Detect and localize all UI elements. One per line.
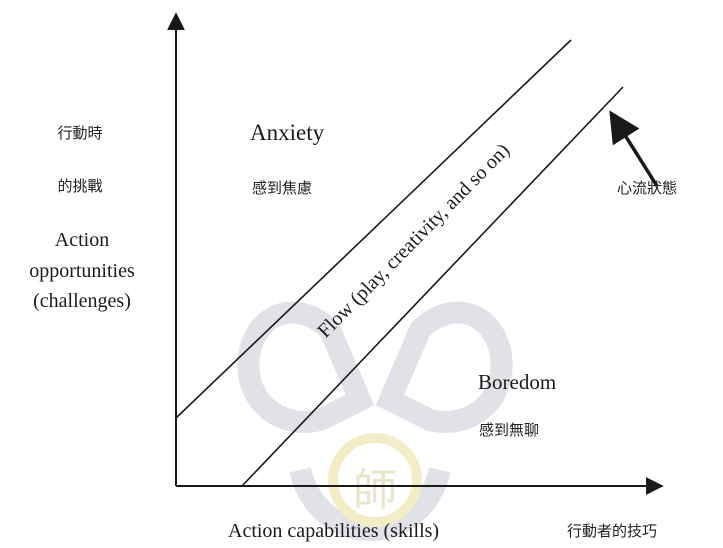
anxiety-label: Anxiety bbox=[250, 120, 325, 145]
x-axis-label-en: Action capabilities (skills) bbox=[228, 520, 439, 542]
y-axis-label-en-line1: Action bbox=[55, 229, 109, 251]
y-axis-label-zh-line2: 的挑戰 bbox=[57, 177, 102, 195]
y-axis-label-zh-line1: 行動時 bbox=[57, 124, 102, 142]
flow-state-arrow bbox=[609, 110, 659, 187]
flow-channel-lower-boundary bbox=[241, 86, 624, 487]
watermark-text: 師 bbox=[353, 465, 397, 516]
y-axis-label-en-line2: opportunities bbox=[29, 260, 135, 282]
watermark-emblem: 師 bbox=[237, 301, 513, 542]
x-axis-label-zh: 行動者的技巧 bbox=[567, 522, 657, 540]
boredom-label: Boredom bbox=[478, 370, 556, 394]
boredom-label-zh: 感到無聊 bbox=[479, 421, 539, 439]
flow-state-label: 心流狀態 bbox=[617, 179, 677, 197]
anxiety-label-zh: 感到焦慮 bbox=[252, 179, 312, 197]
flow-channel-upper-boundary bbox=[175, 39, 572, 419]
y-axis-label-en-line3: (challenges) bbox=[33, 290, 131, 312]
